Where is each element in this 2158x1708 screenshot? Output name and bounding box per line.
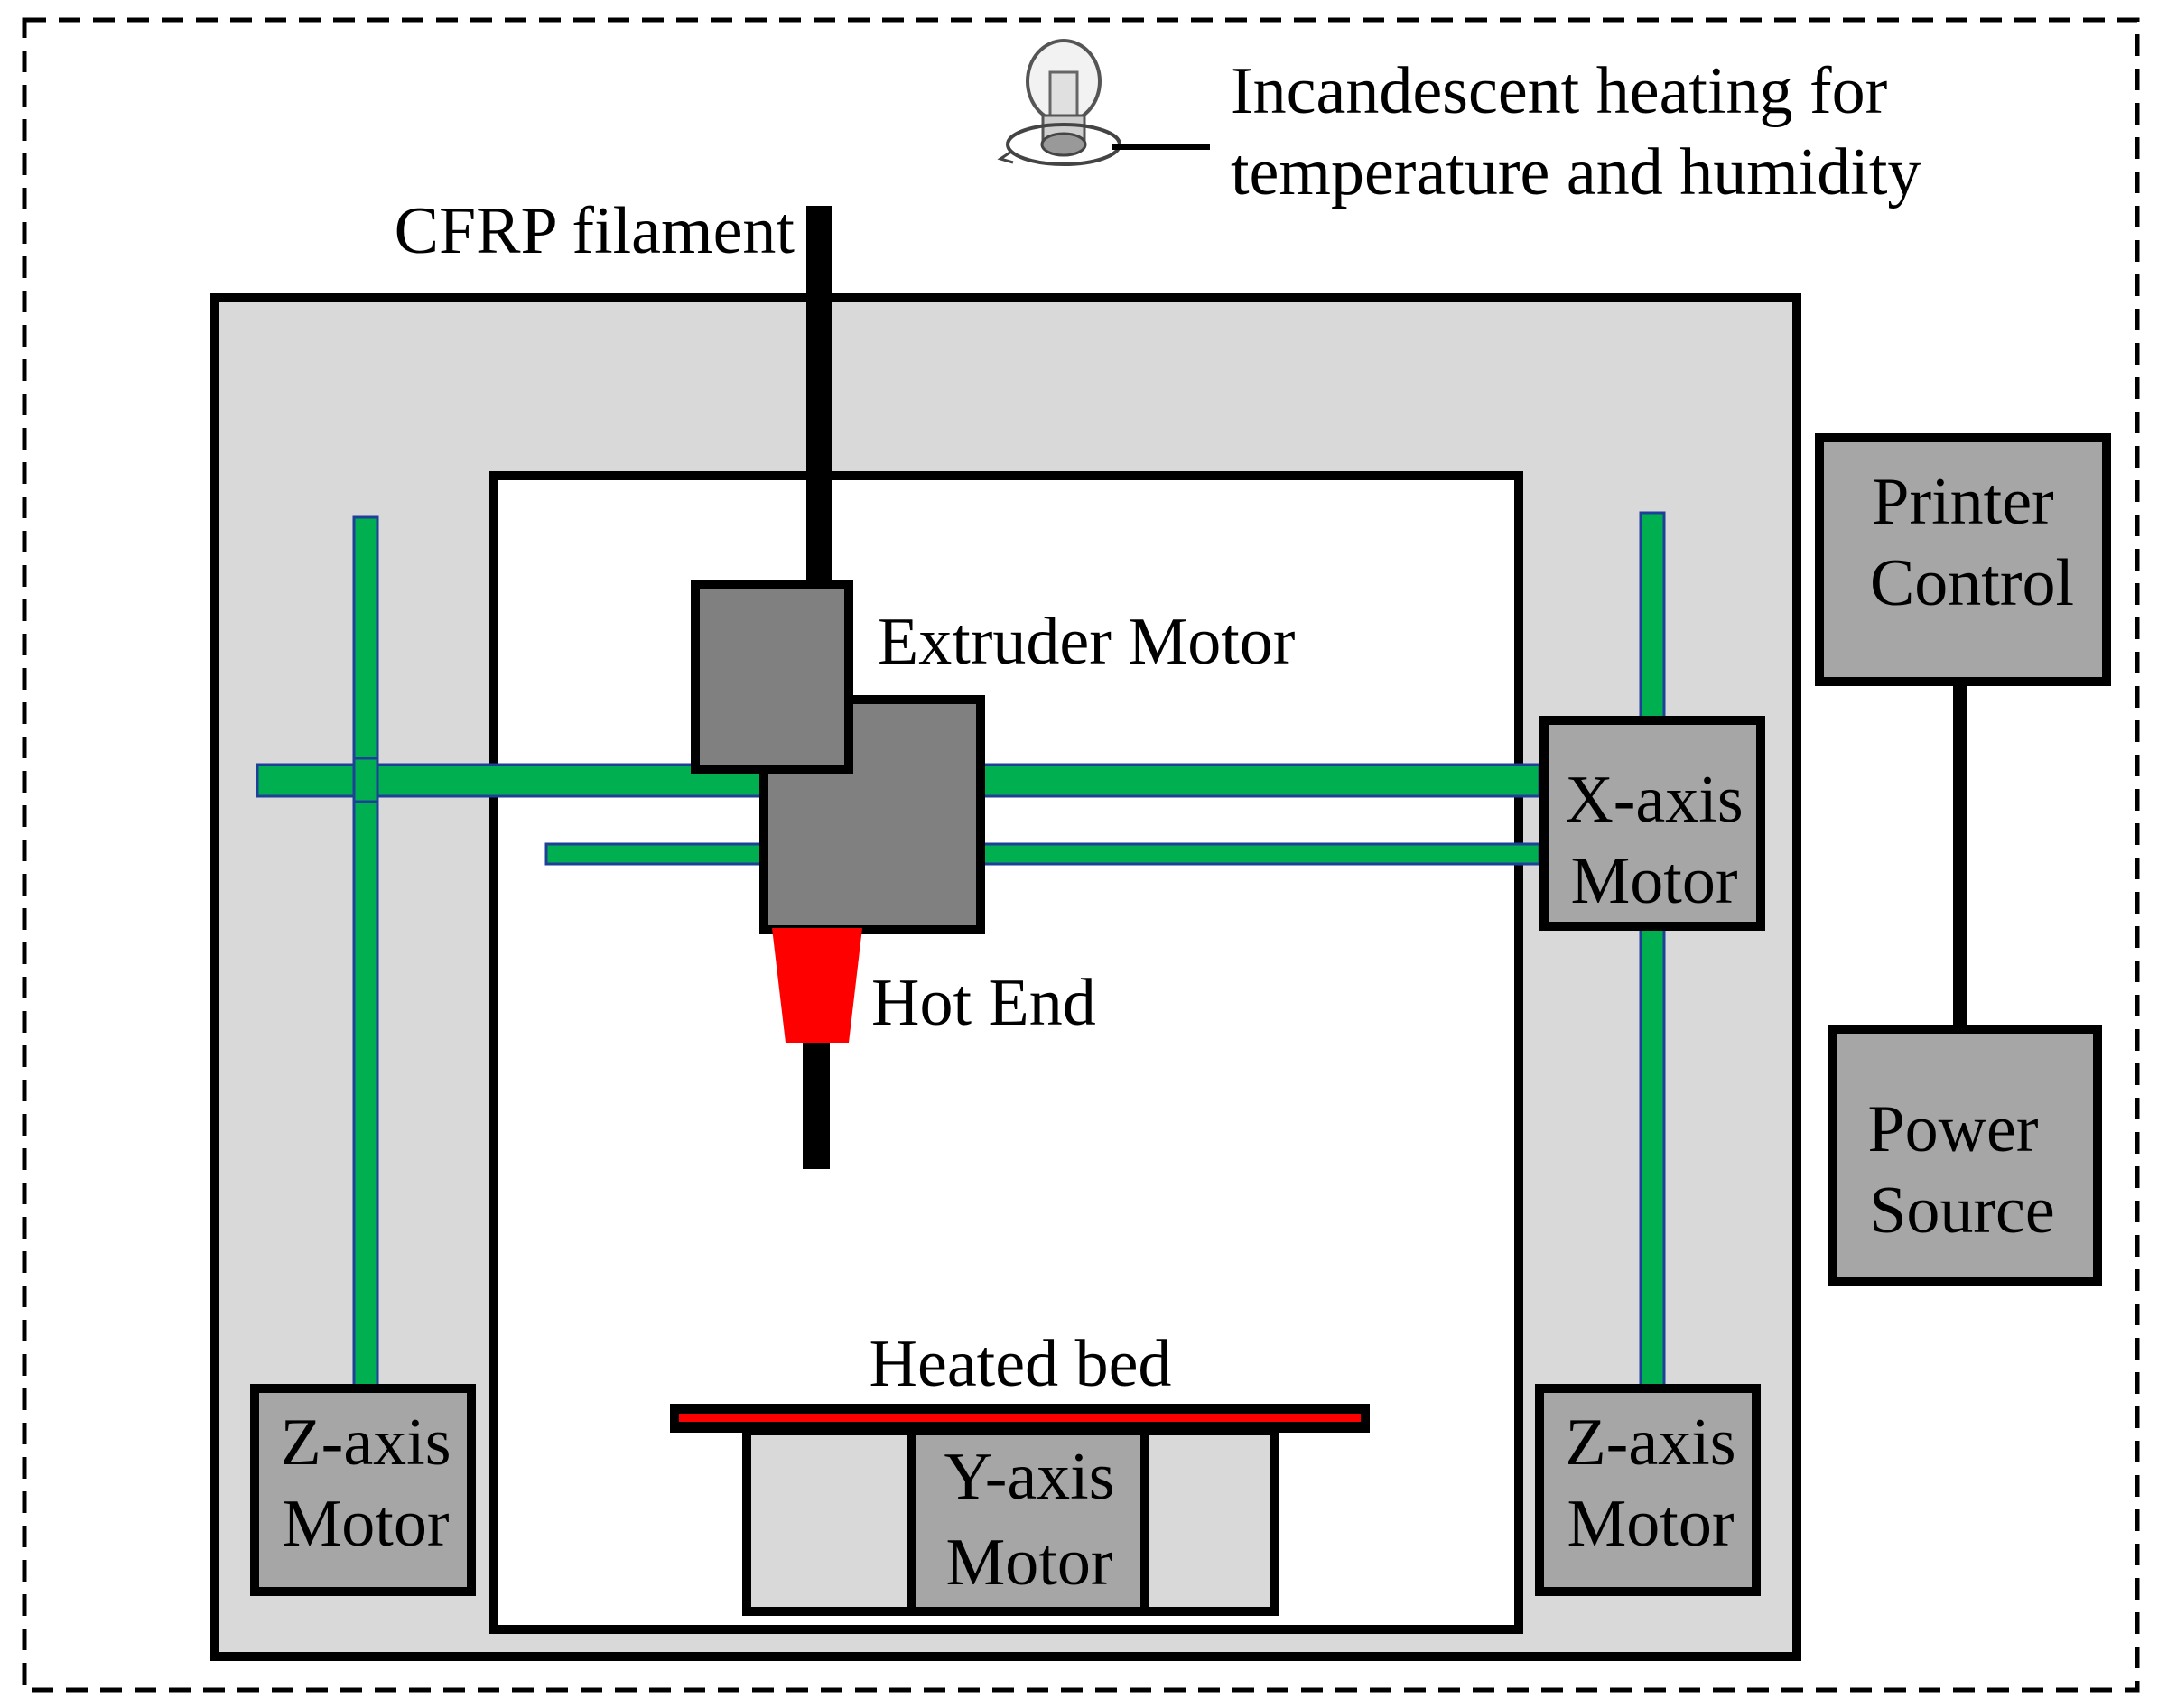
filament-label: CFRP filament xyxy=(395,194,795,268)
filament-output xyxy=(803,1029,830,1169)
extruder-motor-label: Extruder Motor xyxy=(878,605,1295,679)
x-axis-motor xyxy=(1539,716,1765,931)
z-motor-left-label-line1: Z-axis xyxy=(280,1406,451,1480)
control-power-connector xyxy=(1953,686,1967,1029)
extruder-motor xyxy=(691,580,853,774)
z-motor-right-label-line2: Motor xyxy=(1567,1487,1735,1561)
printer-control-label-line2: Control xyxy=(1870,546,2074,620)
power-source-box xyxy=(1828,1025,2102,1286)
x-rail-lower xyxy=(544,842,1541,866)
power-source-label-line1: Power xyxy=(1867,1092,2038,1166)
z-rail-left xyxy=(352,515,379,1395)
heated-bed-label: Heated bed xyxy=(870,1327,1172,1401)
printer-control-box xyxy=(1815,433,2111,686)
y-motor-label-line1: Y-axis xyxy=(944,1440,1114,1514)
heated-bed-element xyxy=(679,1414,1361,1422)
y-motor-label-line2: Motor xyxy=(946,1526,1113,1600)
z-motor-right-label-line1: Z-axis xyxy=(1565,1406,1735,1480)
z-axis-motor-left xyxy=(250,1384,476,1596)
hot-end-label: Hot End xyxy=(871,966,1096,1040)
hot-end-nozzle xyxy=(772,928,862,1043)
power-source-label-line2: Source xyxy=(1869,1174,2055,1248)
printer-control-label-line1: Printer xyxy=(1872,465,2053,539)
cfrp-filament xyxy=(806,206,832,585)
x-motor-label-line1: X-axis xyxy=(1565,763,1743,837)
heater-label-line2: temperature and humidity xyxy=(1231,135,1921,209)
x-motor-label-line2: Motor xyxy=(1571,844,1738,918)
enclosure-boundary xyxy=(22,17,2140,1693)
heater-label-line1: Incandescent heating for xyxy=(1231,54,1887,128)
z-axis-motor-right xyxy=(1535,1384,1761,1596)
z-motor-left-label-line2: Motor xyxy=(283,1487,450,1561)
z-rail-right xyxy=(1639,511,1666,1395)
z-rail-left-cross xyxy=(352,757,379,803)
light-bulb-icon xyxy=(997,39,1121,166)
y-axis-motor xyxy=(907,1426,1149,1616)
